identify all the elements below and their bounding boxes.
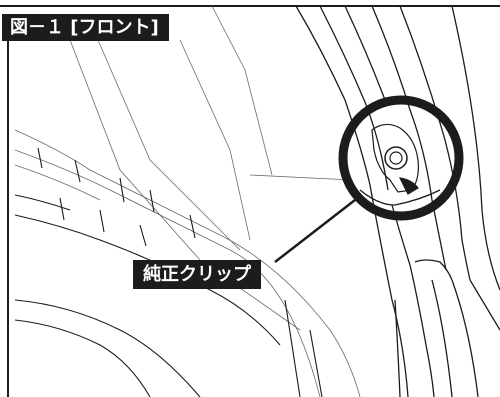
fender-panel: [295, 5, 500, 397]
clip-icon: [384, 146, 408, 170]
leader-line: [274, 199, 356, 263]
clip-callout-label: 純正クリップ: [133, 260, 261, 289]
tire-tread: [14, 147, 323, 397]
figure-title-label: 図－１ [フロント]: [2, 14, 169, 41]
clip-mount: [371, 123, 419, 195]
highlight-circle: [338, 95, 464, 221]
liner-background-lines: [14, 5, 361, 397]
